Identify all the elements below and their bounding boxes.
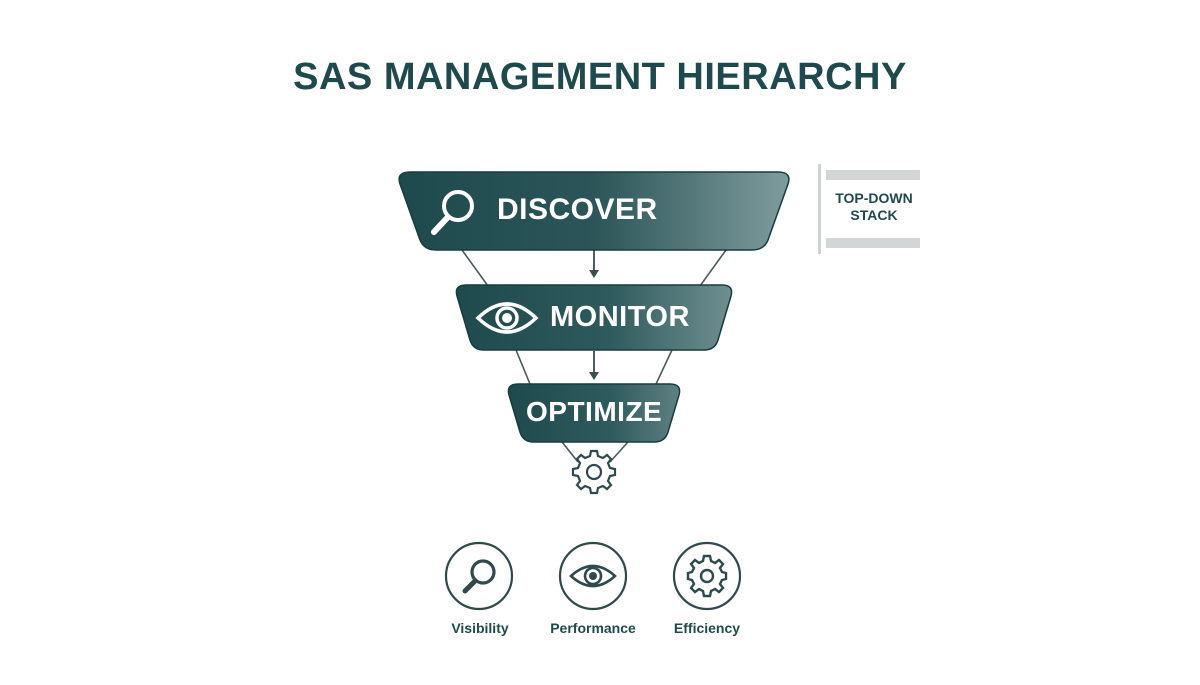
discover-tier	[398, 171, 790, 251]
funnel-connector-lines	[461, 249, 727, 463]
down-arrow	[589, 248, 599, 278]
stage-label-monitor: MONITOR	[550, 301, 690, 333]
monitor-tier	[455, 284, 733, 351]
visibility-icon	[444, 541, 514, 611]
note-divider	[818, 164, 821, 254]
benefit-label-performance: Performance	[550, 620, 636, 636]
performance-icon	[558, 541, 628, 611]
note-bar-top	[826, 170, 920, 180]
stage-label-discover: DISCOVER	[497, 193, 658, 226]
magnifier-icon	[431, 190, 474, 235]
eye-icon	[475, 302, 539, 334]
benefit-label-efficiency: Efficiency	[673, 620, 741, 636]
benefit-label-visibility: Visibility	[451, 620, 509, 636]
down-arrow	[589, 351, 599, 380]
optimize-tier	[507, 383, 681, 443]
note-bar-bottom	[826, 238, 920, 248]
stage-label-optimize: OPTIMIZE	[526, 396, 663, 427]
diagram-title: SAS MANAGEMENT HIERARCHY	[293, 56, 907, 98]
efficiency-icon	[672, 541, 742, 611]
gear-icon	[571, 449, 617, 495]
